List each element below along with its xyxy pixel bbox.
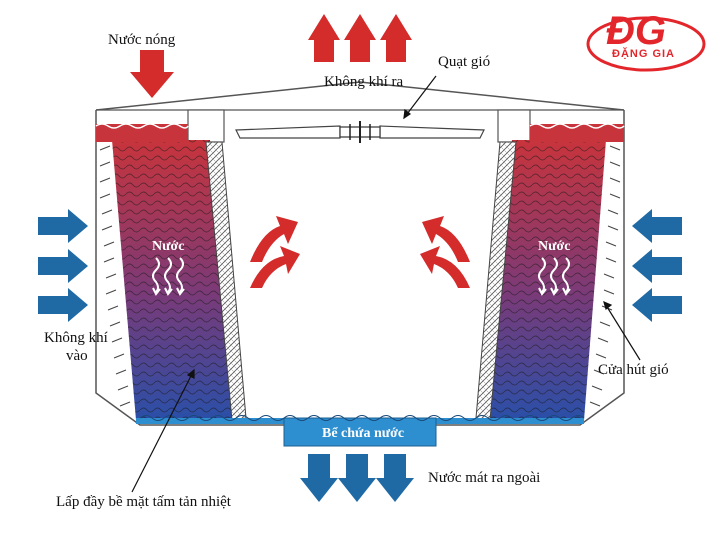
logo-tagline: ĐẶNG GIA	[612, 47, 675, 60]
fill-media-label: Lấp đầy bề mặt tấm tản nhiệt	[56, 494, 232, 510]
right-fill-media	[475, 123, 625, 421]
fan-icon	[235, 121, 485, 143]
hot-water-label: Nước nóng	[108, 32, 176, 48]
dang-gia-logo: ĐG ĐẶNG GIA	[586, 9, 706, 72]
basin-label: Bể chứa nước	[322, 426, 404, 441]
hot-water-arrow-icon	[130, 50, 174, 98]
water-right-label: Nước	[538, 239, 570, 254]
fan-label: Quạt gió	[438, 54, 490, 70]
water-left-label: Nước	[152, 239, 184, 254]
air-out-arrows-icon	[308, 14, 412, 62]
air-out-label: Không khí ra	[324, 74, 403, 90]
internal-airflow-arrows-icon	[250, 216, 470, 288]
air-in-label-line2: vào	[66, 348, 88, 364]
air-in-left-arrows-icon	[38, 209, 88, 322]
cool-water-out-label: Nước mát ra ngoài	[428, 470, 540, 486]
logo-letters: ĐG	[606, 9, 666, 53]
water-flow-right-icon	[538, 257, 571, 296]
leader-lines	[131, 75, 641, 493]
water-flow-left-icon	[152, 257, 185, 296]
air-inlet-label: Cửa hút gió	[598, 362, 669, 378]
cool-water-out-arrows-icon	[300, 454, 414, 502]
water-basin	[136, 415, 585, 447]
tower-housing	[95, 81, 625, 426]
air-in-label-line1: Không khí	[44, 330, 108, 346]
air-in-right-arrows-icon	[632, 209, 682, 322]
left-fill-media	[95, 123, 247, 421]
